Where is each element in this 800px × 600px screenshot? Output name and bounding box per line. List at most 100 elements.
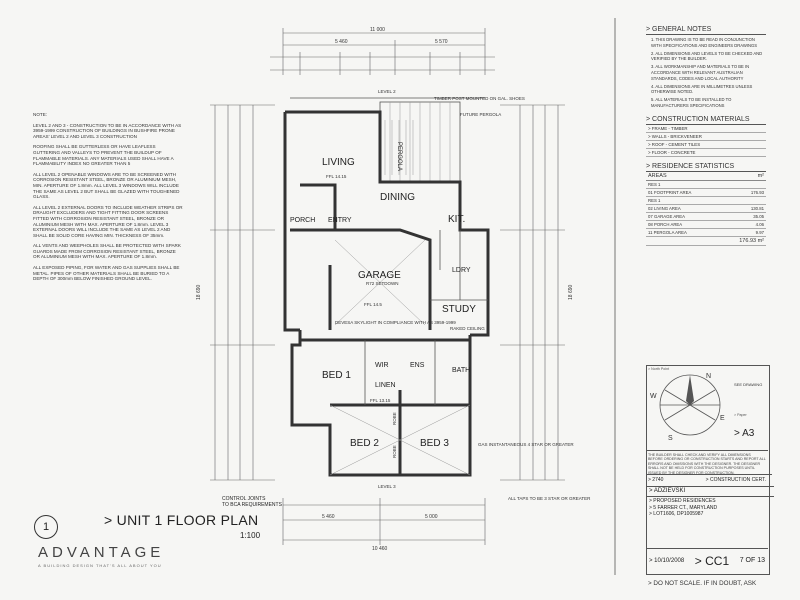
material-item: > ROOF - CEMENT TILES xyxy=(646,141,766,149)
ffl-living: FFL 14.15 xyxy=(326,174,347,179)
area-value: 9.97 xyxy=(755,229,764,235)
north-point-label: > North Point xyxy=(648,367,670,371)
bushfire-notes: NOTE: LEVEL 2 AND 3 - CONSTRUCTION TO BE… xyxy=(33,112,183,287)
future-pergola-note: FUTURE PERGOLA xyxy=(460,112,501,117)
garage-setdown: R72 SETDOWN xyxy=(366,281,399,286)
room-bed1: BED 1 xyxy=(322,370,351,381)
area-value: 35.05 xyxy=(753,213,764,219)
exterior-wall-upper-right xyxy=(285,110,490,337)
drawing-number-circle: 1 xyxy=(34,515,58,539)
res1-label-row-2: RES 1 xyxy=(646,197,766,205)
room-robe-1: ROBE xyxy=(392,412,397,425)
room-ens: ENS xyxy=(410,362,425,369)
client-name: > ADZIEVSKI xyxy=(649,488,686,494)
sheet-info-row: > 10/10/2008 > CC1 7 OF 13 xyxy=(646,548,768,572)
area-label: 02 LIVING AREA xyxy=(648,205,681,211)
total-row: 176.93 m² xyxy=(646,237,766,246)
room-porch: PORCH xyxy=(290,217,315,224)
dim-left-total: 18 690 xyxy=(196,284,202,300)
level3-label: LEVEL 3 xyxy=(378,484,396,489)
areas-unit: m² xyxy=(757,172,764,179)
room-entry: ENTRY xyxy=(328,217,352,224)
builder-note: THE BUILDER SHALL CHECK AND VERIFY ALL D… xyxy=(648,453,766,475)
room-kit: KIT. xyxy=(448,214,465,225)
general-note: 5. ALL MATERIALS TO BE INSTALLED TO MANU… xyxy=(651,97,732,108)
general-note: 2. ALL DIMENSIONS AND LEVELS TO BE CHECK… xyxy=(651,50,763,62)
area-row: 11 PERGOLA AREA 9.97 xyxy=(646,229,766,237)
areas-label: AREAS xyxy=(648,172,667,179)
area-label: 08 PORCH AREA xyxy=(648,221,683,227)
paper-size: > A3 xyxy=(734,428,755,439)
paper-label: > Paper xyxy=(734,413,747,417)
area-value: 4.06 xyxy=(755,221,764,227)
ffl-garage: FFL 14.5 xyxy=(364,302,382,307)
footprint-value: 176.93 xyxy=(750,189,764,195)
timber-post-note: TIMBER POST MOUNTED ON GAL. SHOES xyxy=(434,96,525,101)
raked-ceiling: RAKED CEILING xyxy=(450,326,485,331)
north-w: W xyxy=(650,393,657,400)
res1-label-row: RES 1 xyxy=(646,181,766,189)
total-value: 176.93 m² xyxy=(739,237,764,244)
room-laundry: LDRY xyxy=(452,267,471,274)
note-item: ALL EXPOSED PIPING, FOR WATER AND GAS SU… xyxy=(33,265,180,282)
area-label: 07 GARAGE AREA xyxy=(648,213,686,219)
plan-scale: 1:100 xyxy=(240,531,261,540)
room-bed3: BED 3 xyxy=(420,438,449,449)
garage-void-line-2 xyxy=(334,239,426,326)
dim-right-total: 18 690 xyxy=(568,284,574,300)
project-line: > LOT1606, DP1005987 xyxy=(649,511,704,517)
note-item: ROOFING SHALL BE GUTTERLESS OR HAVE LEAF… xyxy=(33,144,174,167)
room-bed2: BED 2 xyxy=(350,438,379,449)
room-garage: GARAGE xyxy=(358,270,401,281)
builder-note-section: THE BUILDER SHALL CHECK AND VERIFY ALL D… xyxy=(646,450,768,477)
dim-bottom-b: 5 000 xyxy=(425,514,438,520)
room-dining: DINING xyxy=(380,192,415,203)
right-panel: > GENERAL NOTES 1. THIS DRAWING IS TO BE… xyxy=(646,22,766,246)
room-living: LIVING xyxy=(322,157,355,168)
skylight-note: DEVESA SKYLIGHT IN COMPLIANCE WITH AS 39… xyxy=(335,320,456,325)
res1-label-2: RES 1 xyxy=(648,197,661,203)
do-not-scale: > DO NOT SCALE. IF IN DOUBT, ASK xyxy=(648,580,757,587)
ffl-bed: FFL 13.15 xyxy=(370,398,391,403)
taps-note: ALL TAPS TO BE 3 STAR OR GREATER xyxy=(508,496,591,501)
sheet-date: > 10/10/2008 xyxy=(649,557,685,564)
general-note: 4. ALL DIMENSIONS ARE IN MILLIMETRES UNL… xyxy=(651,83,753,95)
title-block-frame xyxy=(646,365,770,575)
room-linen: LINEN xyxy=(375,382,396,389)
dim-bottom-a: 5 460 xyxy=(322,514,335,520)
room-pergola: PERGOLA xyxy=(396,142,402,171)
area-row: 07 GARAGE AREA 35.05 xyxy=(646,213,766,221)
note-item: LEVEL 2 AND 3 - CONSTRUCTION TO BE IN AC… xyxy=(33,122,182,139)
north-n: N xyxy=(706,373,711,380)
project-line: > 5 FARRER CT., MARYLAND xyxy=(649,504,718,511)
north-point xyxy=(659,374,721,436)
stairs xyxy=(384,120,414,175)
room-bath: BATH xyxy=(452,367,470,374)
plan-title: > UNIT 1 FLOOR PLAN xyxy=(104,512,259,528)
room-wir: WIR xyxy=(375,362,389,369)
project-section: > PROPOSED RESIDENCES > 5 FARRER CT., MA… xyxy=(646,496,774,519)
level2-label: LEVEL 2 xyxy=(378,89,396,94)
roof-line-2 xyxy=(329,404,471,476)
dim-top-total: 11 000 xyxy=(370,27,385,33)
construction-materials-heading: > CONSTRUCTION MATERIALS xyxy=(646,115,766,125)
material-item: > FRAME - TIMBER xyxy=(646,125,766,133)
material-item: > WALLS - BRICKVENEER xyxy=(646,133,766,141)
project-line: > PROPOSED RESIDENCES xyxy=(649,498,716,504)
residence-stats-heading: > RESIDENCE STATISTICS xyxy=(646,162,766,172)
dim-top-a: 5 460 xyxy=(335,39,348,45)
status-text: > CONSTRUCTION CERT. xyxy=(705,477,766,483)
footprint-row: 01 FOOTPRINT AREA 176.93 xyxy=(646,189,766,197)
garage-top-wall xyxy=(330,228,432,330)
general-notes-heading: > GENERAL NOTES xyxy=(646,25,766,35)
notes-heading: NOTE: xyxy=(33,112,48,117)
room-study: STUDY xyxy=(442,304,476,315)
note-item: ALL LEVEL 2 OPENABLE WINDOWS ARE TO BE S… xyxy=(33,171,180,200)
north-e: E xyxy=(720,415,725,422)
general-note: 1. THIS DRAWING IS TO BE READ IN CONJUNC… xyxy=(651,37,758,48)
area-label: 11 PERGOLA AREA xyxy=(648,229,687,235)
client-row: > ADZIEVSKI xyxy=(646,486,774,495)
